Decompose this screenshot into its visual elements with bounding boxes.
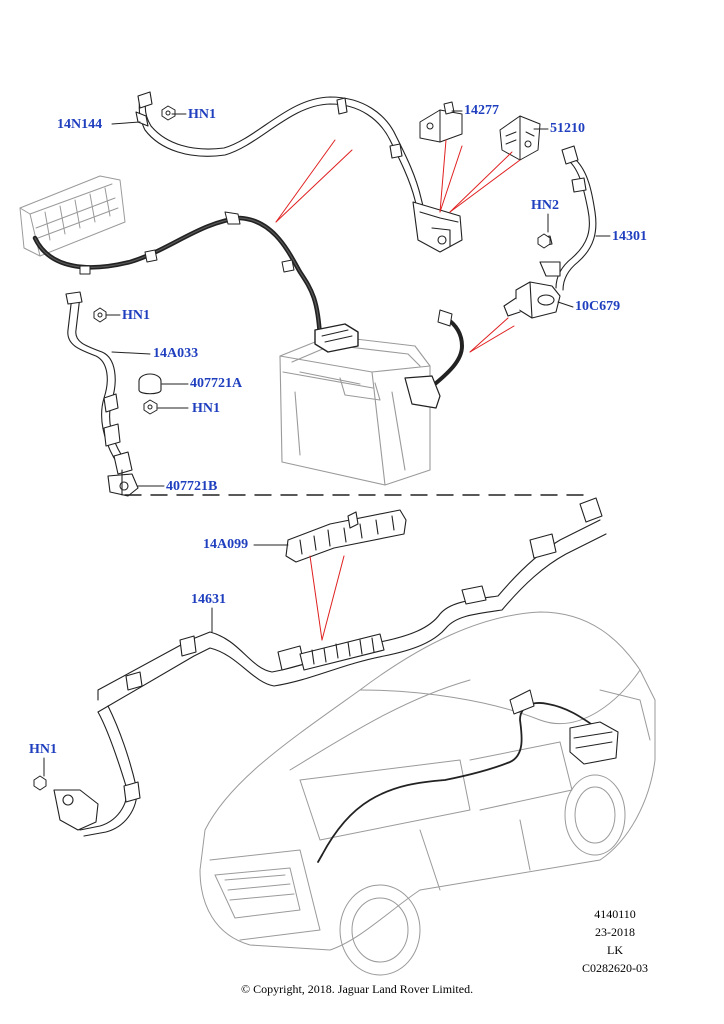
cable-14n144 bbox=[135, 91, 463, 253]
nut-hn1-bottom bbox=[33, 775, 47, 791]
callout-14301: 14301 bbox=[612, 229, 647, 244]
trim-14a099 bbox=[285, 509, 407, 563]
callout-51210: 51210 bbox=[550, 121, 585, 136]
nut-hn1-left bbox=[93, 307, 107, 323]
junction-51210 bbox=[499, 115, 541, 161]
callout-14n144: 14N144 bbox=[57, 117, 103, 132]
drawing-info: 4140110 23-2018 LK C0282620-03 bbox=[575, 908, 655, 974]
cap-407721a bbox=[138, 373, 162, 395]
callout-hn1-top: HN1 bbox=[188, 107, 216, 122]
red-leader-lines bbox=[275, 139, 521, 641]
callout-14631: 14631 bbox=[191, 592, 226, 607]
copyright-notice: © Copyright, 2018. Jaguar Land Rover Lim… bbox=[241, 982, 474, 996]
battery-negative-cable bbox=[32, 211, 359, 353]
junction-box bbox=[19, 175, 126, 257]
vehicle-wiring bbox=[317, 689, 619, 863]
drawing-date: 23-2018 bbox=[595, 925, 635, 939]
nut-hn1-top bbox=[161, 105, 176, 121]
drawing-number: C0282620-03 bbox=[582, 961, 648, 975]
battery bbox=[279, 335, 431, 486]
cable-14631 bbox=[53, 497, 607, 837]
callout-hn2: HN2 bbox=[531, 198, 559, 213]
callout-hn1-left: HN1 bbox=[122, 308, 150, 323]
callout-hn1-mid: HN1 bbox=[192, 401, 220, 416]
callout-14277: 14277 bbox=[464, 103, 499, 118]
callout-10c679: 10C679 bbox=[575, 299, 621, 314]
vehicle bbox=[199, 611, 656, 976]
callout-14a099: 14A099 bbox=[203, 537, 249, 552]
callout-407721a: 407721A bbox=[190, 376, 243, 391]
leader-lines bbox=[43, 110, 611, 777]
cable-14a033 bbox=[65, 291, 139, 497]
nut-hn2 bbox=[537, 233, 551, 249]
bracket-14277 bbox=[419, 101, 463, 143]
nut-hn1-mid bbox=[143, 399, 158, 415]
battery-positive-cable bbox=[404, 309, 464, 409]
fuse-holder-10c679 bbox=[503, 281, 561, 319]
model-code: LK bbox=[607, 943, 623, 957]
callout-hn1-bottom: HN1 bbox=[29, 742, 57, 757]
callout-407721b: 407721B bbox=[166, 479, 218, 494]
reference-number: 4140110 bbox=[594, 907, 636, 921]
callout-14a033: 14A033 bbox=[153, 346, 199, 361]
